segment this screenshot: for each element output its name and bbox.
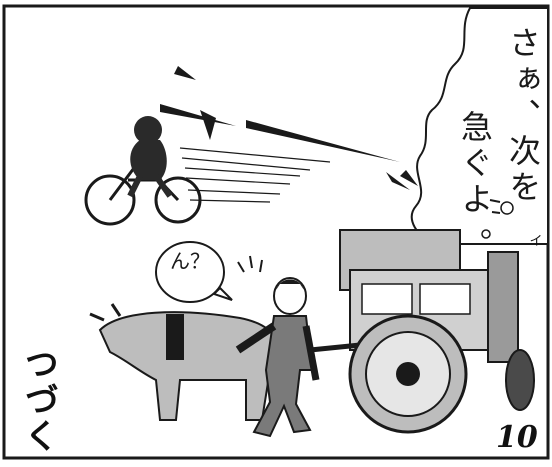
page-number: 10 bbox=[496, 420, 538, 455]
reaction-bubble bbox=[155, 241, 225, 303]
cyclist-head bbox=[134, 116, 162, 144]
ox-icon bbox=[89, 303, 280, 421]
reaction-text: ん？ bbox=[170, 249, 210, 273]
bicycle-icon bbox=[84, 116, 202, 226]
speech-line-2: 急ぐよ bbox=[456, 110, 494, 218]
surprise-marks bbox=[237, 255, 263, 273]
farmer-figure bbox=[235, 277, 320, 438]
speech-cloud-bubble-small bbox=[481, 229, 491, 239]
cart-icon bbox=[249, 229, 535, 434]
speech-cloud bbox=[410, 7, 549, 245]
to-be-continued: つづく bbox=[18, 346, 58, 454]
sweat-marks bbox=[489, 199, 501, 214]
speech-line-1: さぁ、次を bbox=[504, 26, 542, 206]
speech-cloud-bubble bbox=[500, 201, 514, 215]
cyclist-body bbox=[130, 140, 167, 180]
speed-lines bbox=[179, 147, 331, 203]
panel-marker: イ bbox=[529, 234, 543, 249]
zoom-arrows bbox=[160, 66, 418, 190]
